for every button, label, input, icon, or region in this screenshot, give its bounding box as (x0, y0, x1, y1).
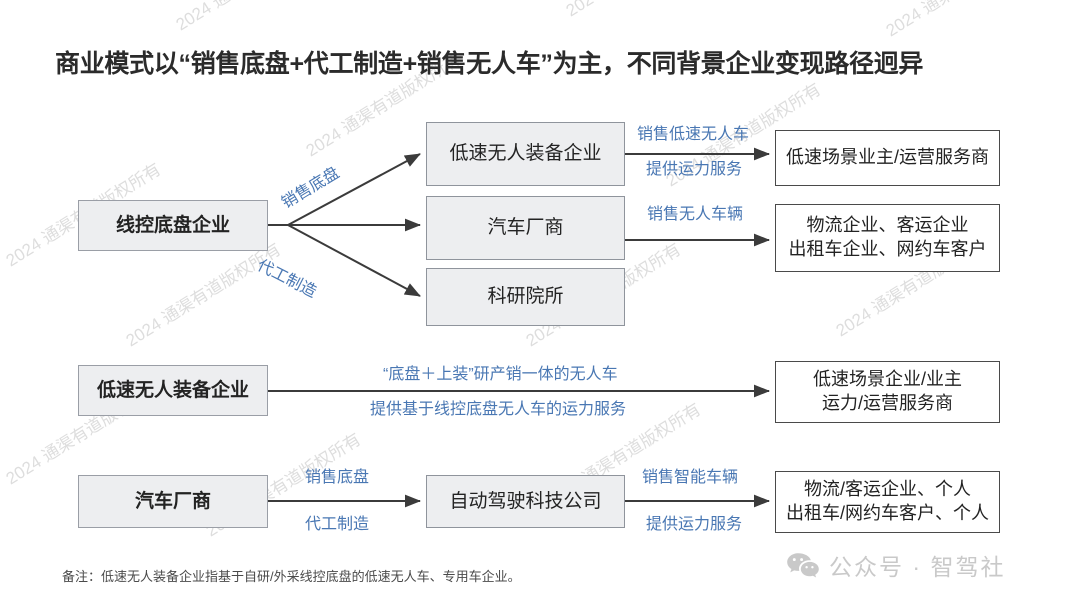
edge-label-capacity-service-based-on-chassis: 提供基于线控底盘无人车的运力服务 (370, 401, 627, 418)
node-low-speed-scene-owner-operator[interactable]: 低速场景业主/运营服务商 (775, 130, 1000, 186)
node-automaker[interactable]: 汽车厂商 (426, 196, 625, 260)
edge-label-sell-chassis: 销售底盘 (278, 164, 343, 213)
node-autonomous-driving-tech-company[interactable]: 自动驾驶科技公司 (426, 475, 625, 528)
edge-label-oem-manufacturing: 代工制造 (254, 257, 320, 302)
node-line: 物流/客运企业、个人 (803, 479, 971, 500)
watermark: 2024 通渠有道版权所有 (880, 0, 1045, 41)
edge-label-oem-manufacturing-row3: 代工制造 (305, 516, 370, 533)
edge-label-sell-unmanned-vehicles: 销售无人车辆 (647, 206, 744, 223)
edge-label-provide-capacity-service-row3: 提供运力服务 (646, 516, 743, 533)
wechat-icon (786, 552, 820, 578)
node-line: 出租车企业、网约车客户 (788, 239, 987, 259)
watermark: 2024 通渠有道版权所有 (122, 239, 285, 351)
node-low-speed-unmanned-equipment-company[interactable]: 低速无人装备企业 (426, 122, 625, 186)
edge-label-provide-capacity-service: 提供运力服务 (646, 161, 743, 178)
node-line: 低速场景企业/业主 (812, 369, 962, 390)
node-line: 出租车/网约车客户、个人 (786, 503, 989, 523)
edge-label-chassis-plus-superstructure: “底盘＋上装”研产销一体的无人车 (383, 366, 618, 383)
node-low-speed-equipment-company-row2[interactable]: 低速无人装备企业 (78, 365, 268, 416)
node-line: 运力/运营服务商 (821, 393, 953, 413)
node-line: 物流企业、客运企业 (806, 215, 969, 236)
node-wire-control-chassis-company[interactable]: 线控底盘企业 (78, 200, 268, 251)
edge-label-sell-chassis-row3: 销售底盘 (305, 469, 370, 486)
page-title: 商业模式以“销售底盘+代工制造+销售无人车”为主，不同背景企业变现路径迥异 (55, 50, 924, 78)
node-logistics-and-passenger-customers[interactable]: 物流企业、客运企业 出租车企业、网约车客户 (775, 204, 1000, 272)
node-research-institute[interactable]: 科研院所 (426, 268, 625, 326)
edge-label-sell-smart-vehicles: 销售智能车辆 (642, 469, 739, 486)
node-logistics-passenger-individual-customers[interactable]: 物流/客运企业、个人 出租车/网约车客户、个人 (775, 471, 1000, 533)
node-line: 低速场景业主/运营服务商 (786, 147, 989, 168)
watermark: 2024 通渠有道版权所有 (560, 0, 725, 21)
footnote: 备注：低速无人装备企业指基于自研/外采线控底盘的低速无人车、专用车企业。 (62, 569, 521, 584)
brand-text: 公众号 · 智驾社 (829, 554, 1006, 580)
watermark: 2024 通渠有道版权所有 (170, 0, 335, 35)
edge-label-sell-low-speed-unmanned-vehicle: 销售低速无人车 (637, 126, 750, 143)
brand-watermark: 公众号 · 智驾社 (786, 548, 1005, 582)
node-low-speed-scene-enterprise-owner[interactable]: 低速场景企业/业主 运力/运营服务商 (775, 361, 1000, 423)
node-automaker-row3[interactable]: 汽车厂商 (78, 475, 268, 528)
